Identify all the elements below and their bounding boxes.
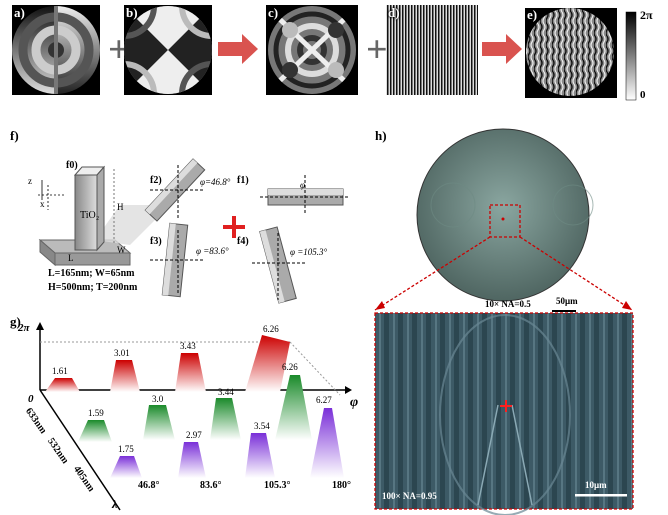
panel-label-h: h): [375, 128, 387, 143]
dim-h: H: [117, 202, 124, 212]
label-f2: f2): [150, 175, 162, 186]
depth-axis-label: λ: [112, 497, 118, 511]
panel-f-diagram: [38, 158, 350, 304]
angle-f1: φ: [300, 180, 305, 190]
panel-label-a: a): [14, 5, 25, 20]
angle-f2: φ=46.8°: [200, 177, 231, 187]
violet-value-2: 2.97: [186, 430, 202, 440]
top-row-figure: + +: [12, 5, 637, 101]
lambda-axis: [39, 389, 121, 511]
material-label: TiO₂: [80, 210, 100, 221]
panel-g-chart: [36, 322, 352, 511]
scalebar-10um: 10μm: [585, 480, 607, 490]
panel-d-grating: [386, 5, 478, 95]
y-axis-label: 2π: [18, 322, 30, 334]
panel-label-d: d): [388, 5, 400, 20]
lens-disk-10x: [416, 128, 590, 302]
panel-label-e: e): [527, 7, 538, 22]
caption-10x: 10× NA=0.5: [485, 299, 531, 309]
angle-label-3: 105.3°: [264, 480, 291, 491]
angle-label-4: 180°: [332, 480, 351, 491]
panel-label-c: c): [268, 5, 279, 20]
violet-series: [110, 408, 344, 478]
params-line-2: H=500nm; T=200nm: [48, 282, 138, 293]
panel-a-phase-map: [12, 5, 100, 95]
green-value-4: 6.26: [282, 362, 298, 372]
green-series: [78, 375, 312, 442]
dim-l: L: [68, 253, 74, 263]
label-f1: f1): [237, 175, 249, 186]
angle-f3: φ =83.6°: [196, 246, 229, 256]
panel-label-f: f): [10, 128, 19, 143]
red-value-1: 1.61: [52, 366, 68, 376]
colorbar-max-label: 2π: [640, 8, 653, 22]
red-series: [45, 335, 290, 392]
label-f3: f3): [150, 236, 162, 247]
plus-icon: +: [366, 29, 388, 71]
panel-label-g: g): [10, 314, 21, 329]
arrow-icon: [482, 34, 522, 64]
origin-label: 0: [28, 393, 34, 405]
red-value-2: 3.01: [114, 348, 130, 358]
violet-value-1: 1.75: [118, 444, 134, 454]
red-value-4: 6.26: [263, 324, 279, 334]
violet-value-4: 6.27: [316, 395, 332, 405]
angle-label-1: 46.8°: [138, 480, 160, 491]
panel-b-phase-map: [124, 5, 212, 95]
red-value-3: 3.43: [180, 341, 196, 351]
scalebar-50um: 50μm: [556, 296, 578, 306]
violet-value-3: 3.54: [254, 421, 270, 431]
axis-z: z: [28, 176, 32, 186]
label-f4: f4): [237, 236, 249, 247]
colorbar-min-label: 0: [640, 89, 646, 101]
x-axis-label: φ: [350, 395, 359, 410]
panel-label-b: b): [126, 5, 138, 20]
angle-f4: φ =105.3°: [290, 247, 328, 257]
dim-w: W: [117, 245, 126, 255]
panel-c-phase-map: [266, 5, 358, 95]
green-value-1: 1.59: [88, 408, 104, 418]
zoom-region: [489, 204, 521, 238]
params-line-1: L=165nm; W=65nm: [48, 268, 135, 279]
green-value-2: 3.0: [152, 394, 164, 404]
panel-h-micrographs: [374, 128, 634, 515]
panel-e-phase-map: [525, 8, 617, 98]
angle-label-2: 83.6°: [200, 480, 222, 491]
arrow-icon: [218, 34, 258, 64]
label-f0: f0): [66, 160, 78, 171]
caption-100x: 100× NA=0.95: [382, 491, 437, 501]
lens-zoom-100x: [374, 312, 634, 510]
colorbar: [625, 11, 637, 101]
green-value-3: 3.44: [218, 387, 234, 397]
axis-x: x: [40, 199, 45, 209]
center-marker: [500, 400, 512, 412]
